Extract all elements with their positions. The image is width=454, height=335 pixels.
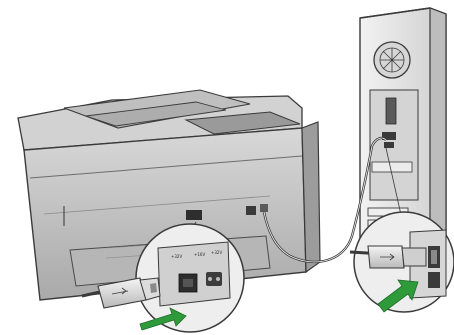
svg-text:+16V: +16V — [194, 252, 205, 257]
parallel-port — [386, 98, 396, 124]
printer-port-block — [186, 210, 202, 220]
svg-text:+32V: +32V — [211, 250, 222, 255]
svg-text:+32V: +32V — [171, 254, 182, 259]
printer-usb-port-small — [246, 206, 256, 215]
computer-usb-port — [384, 142, 394, 148]
printer-port-callout: +32V +16V +32V — [136, 224, 244, 332]
computer-usb-a-port-2 — [428, 272, 440, 288]
fan-icon — [374, 42, 410, 78]
